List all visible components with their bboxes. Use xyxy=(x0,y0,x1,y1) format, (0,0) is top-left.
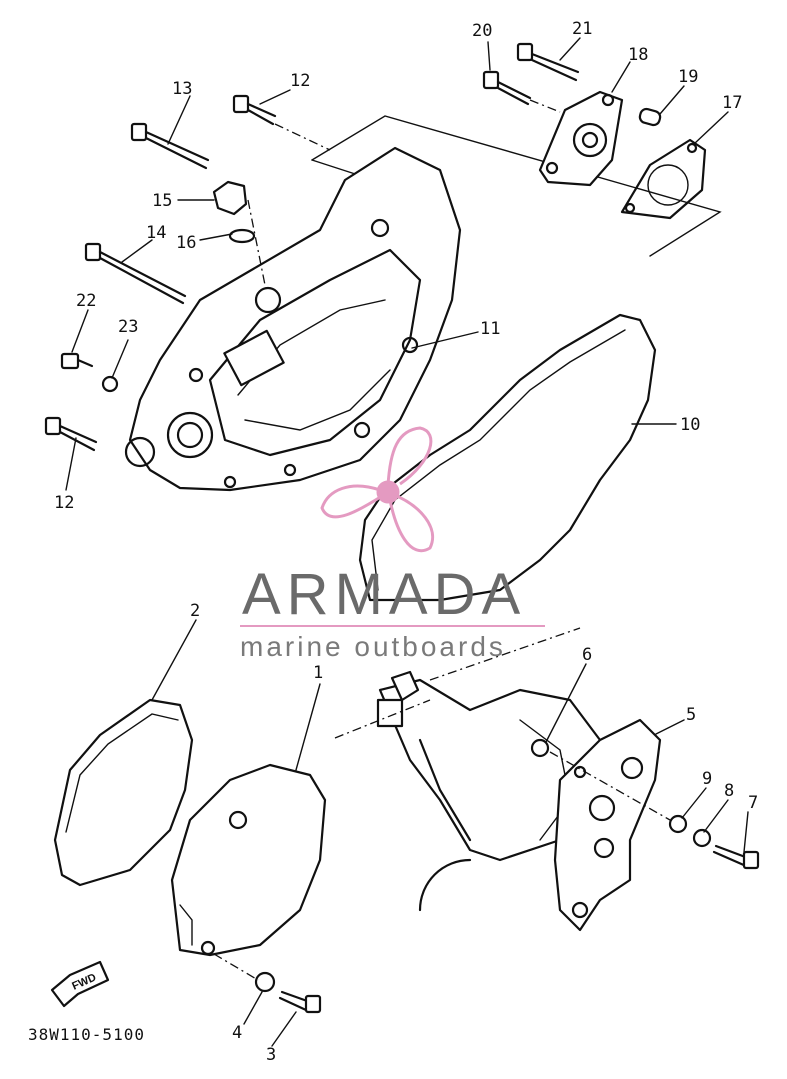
callout-2: 2 xyxy=(190,601,200,621)
clutch-cover xyxy=(124,146,462,492)
bolt-12-upper xyxy=(232,94,331,151)
propeller-logo-icon xyxy=(320,426,435,552)
lock-washer-8 xyxy=(692,828,712,848)
callout-22: 22 xyxy=(76,291,96,311)
water-pump-cover xyxy=(553,718,662,932)
oil-filler-plug xyxy=(212,180,266,286)
callout-14: 14 xyxy=(146,223,166,243)
watermark: ARMADA marine outboards xyxy=(240,426,545,662)
callout-16: 16 xyxy=(176,233,196,253)
callout-12: 12 xyxy=(290,71,310,91)
crankcase-cover-gasket xyxy=(53,698,194,887)
leader-lines xyxy=(65,37,749,1047)
washer-4 xyxy=(254,971,276,993)
o-ring xyxy=(228,228,256,244)
bolt-14 xyxy=(84,242,187,305)
callout-15: 15 xyxy=(152,191,172,211)
callout-21: 21 xyxy=(572,19,592,39)
bolt-12-lower xyxy=(44,416,98,452)
part-number: 38W110-5100 xyxy=(28,1025,145,1044)
washer-23 xyxy=(101,375,119,393)
watermark-subtitle: marine outboards xyxy=(240,631,506,662)
fwd-arrow-icon: FWD xyxy=(50,960,110,1008)
callout-17: 17 xyxy=(722,93,742,113)
callout-6: 6 xyxy=(582,645,592,665)
bolt-21 xyxy=(516,42,580,82)
callout-20: 20 xyxy=(472,21,492,41)
bolt-13 xyxy=(130,122,210,170)
callout-3: 3 xyxy=(266,1045,276,1065)
callout-13: 13 xyxy=(172,79,192,99)
callout-18: 18 xyxy=(628,45,648,65)
callout-9: 9 xyxy=(702,769,712,789)
callout-23: 23 xyxy=(118,317,138,337)
callout-5: 5 xyxy=(686,705,696,725)
bolt-20 xyxy=(482,70,532,106)
callout-19: 19 xyxy=(678,67,698,87)
washer-6 xyxy=(530,738,550,758)
watermark-title: ARMADA xyxy=(242,562,526,627)
callout-11: 11 xyxy=(480,319,500,339)
callout-12b: 12 xyxy=(54,493,74,513)
callout-10: 10 xyxy=(680,415,700,435)
bolt-3 xyxy=(278,990,322,1014)
callout-8: 8 xyxy=(724,781,734,801)
callouts: 1 2 3 4 5 6 7 8 9 10 11 12 12 13 14 15 1… xyxy=(54,19,758,1065)
water-pump-subassembly xyxy=(311,42,722,257)
callout-7: 7 xyxy=(748,793,758,813)
bolt-7 xyxy=(712,844,760,870)
callout-1: 1 xyxy=(313,663,323,683)
washer-9 xyxy=(668,814,688,834)
bolt-22 xyxy=(60,352,94,370)
crankcase-cover xyxy=(170,763,327,957)
callout-4: 4 xyxy=(232,1023,242,1043)
